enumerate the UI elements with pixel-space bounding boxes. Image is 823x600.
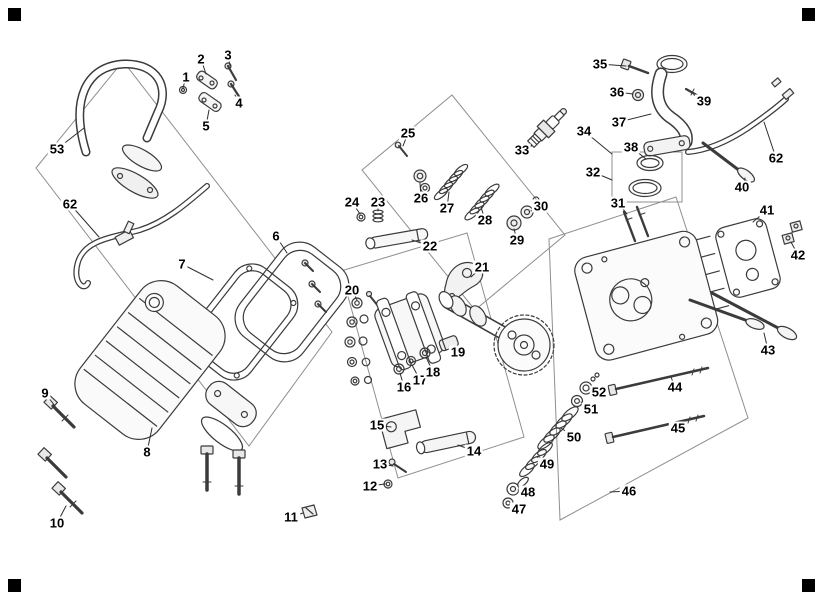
leader-line-32-31: [592, 171, 613, 181]
leader-line-43-42: [763, 332, 769, 351]
head-studs-drawing: [622, 205, 650, 243]
leader-line-50-49: [560, 427, 575, 438]
leader-line-37-36: [618, 113, 652, 123]
rocker-shaft-drawing: [365, 228, 429, 250]
breather-plate-parts-drawing: [178, 62, 242, 113]
flange-bolts-drawing: [37, 395, 84, 515]
leader-line-16-15: [399, 372, 405, 388]
enclosure-gasket-box: [611, 151, 683, 203]
breather-hose-left-drawing: [73, 183, 210, 290]
leader-line-42-41: [790, 241, 799, 256]
cylinder-head-drawing: [574, 230, 730, 361]
enclosure-valve-train: [361, 94, 566, 311]
vacuum-hose-right-drawing: [685, 77, 795, 155]
valve-seal-drawing: [413, 169, 431, 194]
corner-mark-3: [802, 579, 815, 592]
corner-mark-1: [802, 8, 815, 21]
side-gasket-drawing: [715, 218, 781, 298]
valve-intake-drawing: [701, 141, 756, 183]
valve-spring-inner-drawing: [433, 163, 469, 201]
leader-line-45-44: [668, 423, 679, 429]
valve-spring-outer-drawing: [464, 183, 500, 221]
leader-line-12-11: [369, 483, 386, 487]
fastener-stack-drawing: [344, 290, 379, 386]
spring-retainers-drawing: [506, 196, 540, 231]
leader-line-11-10: [290, 512, 304, 518]
valve-exhaust-drawing: [688, 291, 798, 341]
rocker-washers-drawing: [393, 347, 431, 375]
leader-line-62-54: [763, 121, 777, 159]
long-bolts-drawing: [604, 366, 710, 444]
leader-line-29-28: [513, 228, 518, 241]
holder-pin-drawing: [415, 430, 477, 455]
square-nuts-drawing: [781, 220, 803, 245]
clamp-clip-drawing: [301, 504, 318, 519]
leader-line-17-16: [411, 364, 421, 381]
camshaft-sprocket-drawing: [438, 291, 555, 376]
leader-line-41-40: [752, 209, 768, 223]
leader-line-5-4: [205, 109, 210, 127]
leader-line-44-43: [670, 376, 676, 388]
intake-manifold-drawing: [643, 54, 693, 157]
leader-line-10-9: [56, 505, 67, 524]
leader-line-24-23: [351, 201, 361, 215]
holder-screw-drawing: [383, 458, 407, 489]
rocker-holder-drawing: [374, 291, 445, 371]
manifold-fasteners-drawing: [620, 58, 702, 102]
leader-line-47-46: [511, 503, 520, 510]
leader-line-27-26: [446, 191, 450, 209]
leader-line-31-30: [617, 202, 628, 215]
leader-line-22-21: [411, 239, 431, 247]
corner-marks: [8, 8, 815, 592]
leader-line-48-47: [517, 489, 529, 493]
valve-cover-drawing: [74, 280, 257, 496]
adjuster-screw-drawing: [394, 141, 408, 157]
spring-50-drawing: [537, 406, 579, 450]
leader-line-14-13: [457, 444, 475, 452]
spring-49-drawing: [519, 441, 553, 478]
pipe-bracket-drawing: [75, 59, 167, 199]
corner-mark-2: [8, 579, 21, 592]
leader-line-34-33: [583, 130, 613, 155]
cover-plate-gasket-drawing: [234, 241, 350, 363]
leader-line-51-50: [580, 401, 592, 410]
cam-holder-drawing: [378, 409, 422, 450]
leader-line-7-6: [181, 263, 214, 281]
leader-line-28-27: [480, 206, 486, 221]
leader-line-36-35: [616, 91, 634, 95]
corner-mark-0: [8, 8, 21, 21]
manifold-gaskets-drawing: [628, 154, 664, 198]
shaft-spring-washer-drawing: [356, 209, 384, 223]
